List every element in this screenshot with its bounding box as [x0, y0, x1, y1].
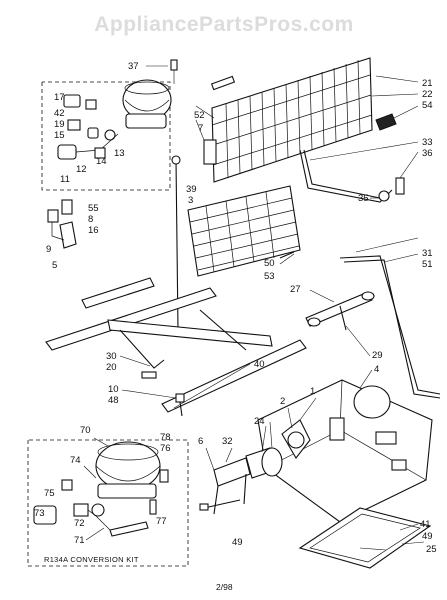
- callout-73: 73: [34, 508, 45, 519]
- callout-53: 53: [264, 271, 275, 282]
- drain-tube-assembly: [299, 149, 405, 203]
- callout-77: 77: [156, 516, 167, 527]
- callout-14: 14: [96, 156, 107, 167]
- callout-labels: 37 17 42 19 15 13 14 12 11 55 8 16 9 5 5…: [34, 61, 437, 592]
- callout-37: 37: [128, 61, 139, 72]
- callout-75: 75: [44, 488, 55, 499]
- callout-27: 27: [290, 284, 301, 295]
- callout-20: 20: [106, 362, 117, 373]
- callout-11: 11: [60, 174, 70, 185]
- r134a-kit-label: R134A CONVERSION KIT: [44, 555, 139, 564]
- callout-32: 32: [222, 436, 233, 447]
- callout-16: 16: [88, 225, 99, 236]
- callout-1: 1: [310, 386, 315, 397]
- callout-5: 5: [52, 260, 57, 271]
- callout-52: 52: [194, 110, 205, 121]
- r134a-conversion-kit-inset: [27, 439, 189, 567]
- callout-2: 2: [280, 396, 285, 407]
- callout-76: 76: [160, 443, 171, 454]
- callout-19: 19: [54, 119, 65, 130]
- callout-10: 10: [108, 384, 119, 395]
- relay-assembly: [47, 199, 77, 249]
- callout-42: 42: [54, 108, 65, 119]
- callout-15: 15: [54, 130, 65, 141]
- callout-17: 17: [54, 92, 65, 103]
- long-tube-assembly: [339, 237, 441, 399]
- drain-pan: [298, 507, 432, 569]
- condenser-coil: [203, 57, 373, 183]
- callout-74: 74: [70, 455, 81, 466]
- callout-35: 35: [358, 193, 369, 204]
- callout-48: 48: [108, 395, 119, 406]
- callout-8: 8: [88, 214, 93, 225]
- clip-54: [375, 113, 397, 131]
- callout-49-left: 49: [232, 537, 243, 548]
- callout-33: 33: [422, 137, 433, 148]
- callout-49-right: 49: [422, 531, 433, 542]
- callout-12: 12: [76, 164, 87, 175]
- evaporator-coil: [187, 185, 301, 277]
- callout-41: 41: [420, 519, 431, 530]
- callout-54: 54: [422, 100, 433, 111]
- machine-base-pan: [257, 379, 433, 523]
- callout-70: 70: [80, 425, 91, 436]
- condenser-bracket: [210, 75, 236, 91]
- callout-22: 22: [422, 89, 433, 100]
- callout-13: 13: [114, 148, 125, 159]
- compressor-electrical-inset: [41, 79, 172, 191]
- callout-3: 3: [188, 195, 193, 206]
- tubing-39: [170, 59, 181, 331]
- callout-72: 72: [74, 518, 85, 529]
- frame-rails: [45, 277, 273, 379]
- callout-24: 24: [254, 416, 265, 427]
- callout-30: 30: [106, 351, 117, 362]
- callout-36: 36: [422, 148, 433, 159]
- hinge-bracket-assembly: [279, 251, 375, 331]
- callout-9: 9: [46, 244, 51, 255]
- callout-40: 40: [254, 359, 265, 370]
- date-code: 2/98: [216, 582, 233, 592]
- callout-78: 78: [160, 432, 171, 443]
- watermark-text: AppliancePartsPros.com: [94, 13, 354, 36]
- callout-71: 71: [74, 535, 85, 546]
- fan-motor-assembly: [199, 419, 311, 515]
- callout-50: 50: [264, 258, 275, 269]
- callout-7: 7: [198, 123, 203, 134]
- callout-31: 31: [422, 248, 433, 259]
- callout-21: 21: [422, 78, 433, 89]
- callout-51: 51: [422, 259, 433, 270]
- callout-39: 39: [186, 184, 197, 195]
- callout-25: 25: [426, 544, 437, 555]
- callout-4: 4: [374, 364, 379, 375]
- callout-6: 6: [198, 436, 203, 447]
- callout-55: 55: [88, 203, 99, 214]
- callout-29: 29: [372, 350, 383, 361]
- leader-lines: [83, 65, 425, 551]
